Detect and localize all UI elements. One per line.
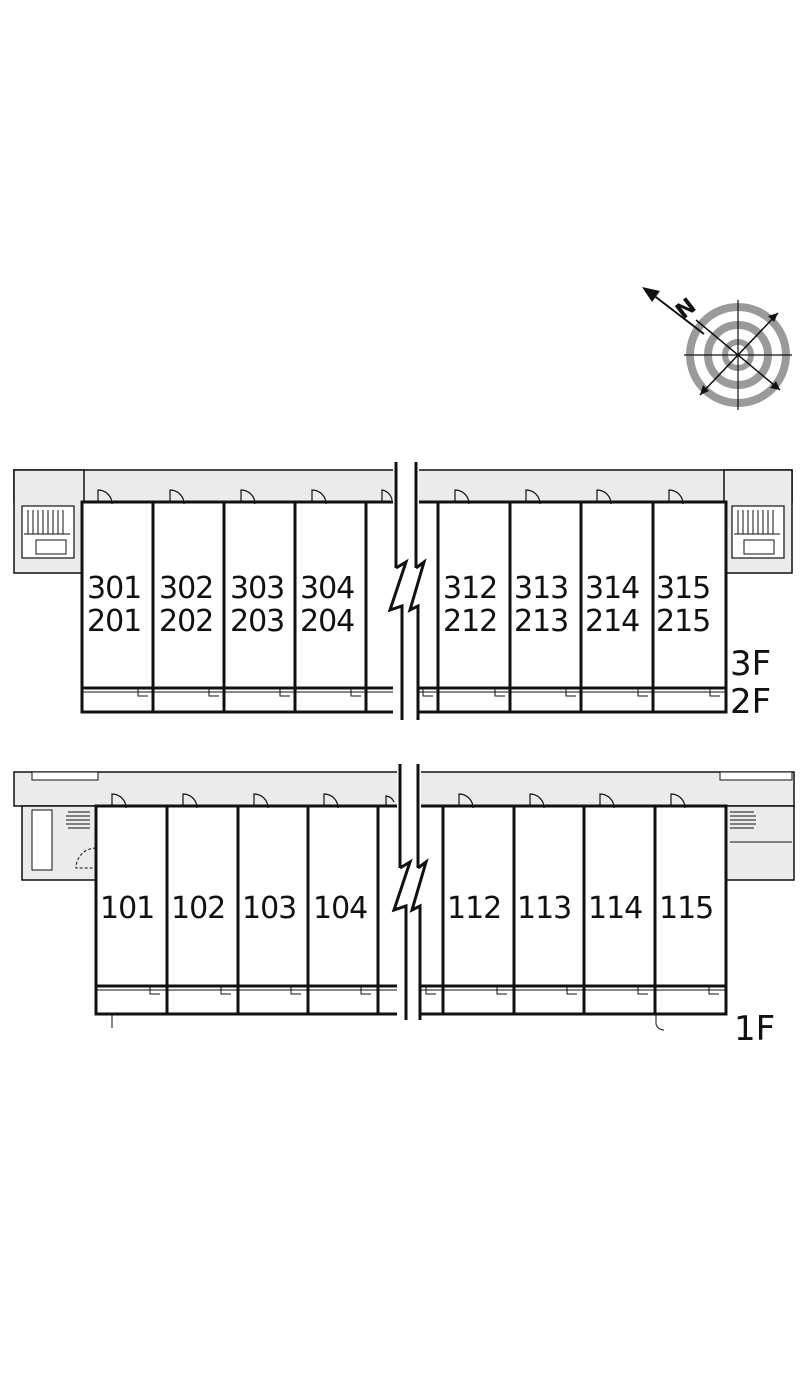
unit-label-115: 115	[659, 891, 713, 926]
unit-label-213: 213	[514, 604, 568, 639]
upper-unit-dividers	[151, 502, 655, 712]
unit-label-203: 203	[230, 604, 284, 639]
upper-right-stair	[723, 469, 793, 574]
unit-label-312: 312	[443, 571, 497, 606]
lower-floor-plan: 101 102 103 104 112 113 114 115 1F	[13, 764, 795, 1049]
unit-label-101: 101	[100, 891, 154, 926]
lower-break-symbol	[391, 764, 429, 1022]
upper-left-stair	[13, 469, 85, 574]
unit-label-303: 303	[230, 571, 284, 606]
compass: N	[642, 287, 792, 410]
unit-label-314: 314	[585, 571, 639, 606]
unit-label-301: 301	[87, 571, 141, 606]
floor-label-2f: 2F	[730, 682, 771, 722]
unit-label-313: 313	[514, 571, 568, 606]
unit-label-112: 112	[447, 891, 501, 926]
unit-label-201: 201	[87, 604, 141, 639]
upper-balcony-doors	[137, 688, 720, 697]
north-arrow-icon	[642, 287, 705, 335]
floor-label-1f: 1F	[734, 1009, 775, 1049]
lower-right-stair	[725, 805, 795, 881]
unit-label-113: 113	[517, 891, 571, 926]
unit-label-302: 302	[159, 571, 213, 606]
unit-label-104: 104	[313, 891, 367, 926]
lower-unit-dividers	[165, 806, 657, 1014]
unit-label-204: 204	[300, 604, 354, 639]
unit-label-304: 304	[300, 571, 354, 606]
lower-entrance-doors	[111, 793, 688, 809]
unit-label-114: 114	[588, 891, 642, 926]
lower-unit-labels: 101 102 103 104 112 113 114 115	[100, 891, 714, 926]
unit-label-103: 103	[242, 891, 296, 926]
compass-rose-icon	[684, 300, 792, 410]
upper-unit-labels: 301 201 302 202 303 203 304 204 312 212 …	[87, 571, 711, 639]
floor-label-3f: 3F	[730, 644, 771, 684]
lower-left-stair	[21, 805, 97, 881]
unit-label-315: 315	[656, 571, 710, 606]
upper-break-symbol	[387, 462, 427, 720]
upper-floor-plan: 301 201 302 202 303 203 304 204 312 212 …	[13, 462, 793, 722]
unit-label-212: 212	[443, 604, 497, 639]
upper-entrance-doors	[97, 489, 686, 505]
unit-label-102: 102	[171, 891, 225, 926]
lower-balcony-doors	[111, 986, 719, 1031]
unit-label-215: 215	[656, 604, 710, 639]
unit-label-214: 214	[585, 604, 639, 639]
unit-label-202: 202	[159, 604, 213, 639]
